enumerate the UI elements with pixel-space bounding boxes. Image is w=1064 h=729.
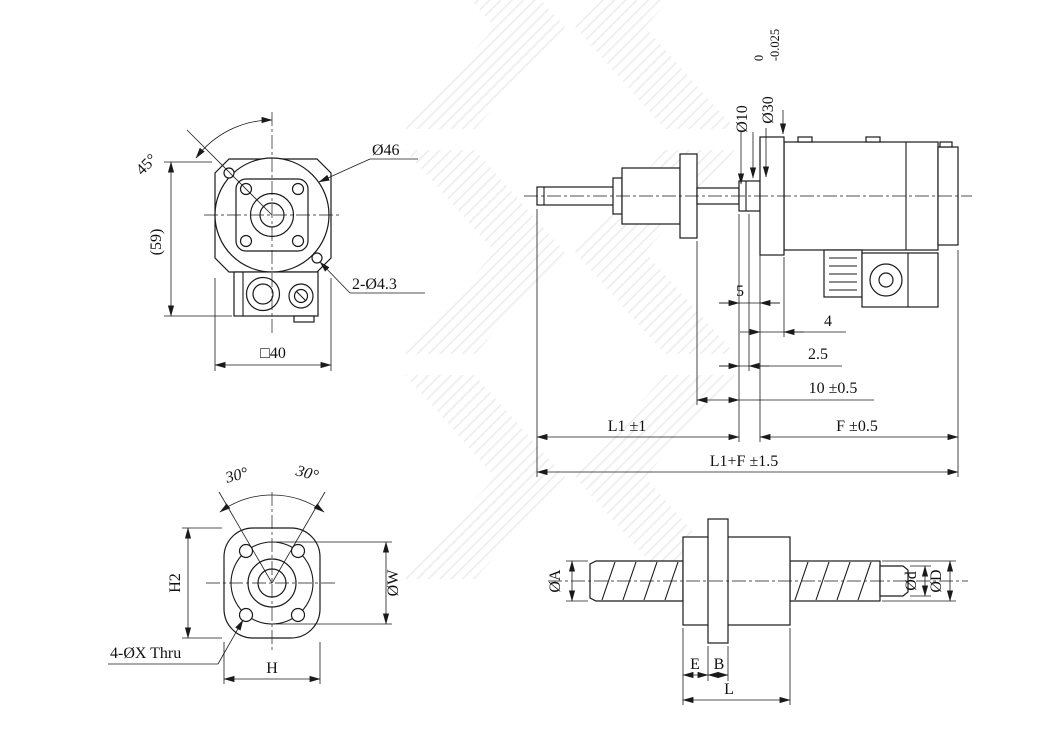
dim-l1: L1 ±1 xyxy=(608,418,647,435)
dim-2-5: 2.5 xyxy=(808,346,828,363)
screw-view: ØA Ød ØD E B L xyxy=(547,518,968,705)
dim-angle-45: 45° xyxy=(133,151,161,179)
watermark-pattern xyxy=(405,0,735,579)
flange-view-dimensions: 30° 30° H2 ØW H 4-ØX Thru xyxy=(108,462,402,684)
side-view-dimensions: Ø10 Ø30 -0.025 0 5 2.5 xyxy=(536,29,959,477)
dim-e: E xyxy=(690,656,700,673)
side-view-geometry xyxy=(524,136,972,308)
side-view: Ø10 Ø30 -0.025 0 5 2.5 xyxy=(524,29,972,477)
dim-h: H xyxy=(266,660,278,677)
dim-dia-a: ØA xyxy=(547,569,564,593)
front-view: 45° (59) □40 Ø46 2-Ø4.3 xyxy=(133,112,425,371)
flange-view-geometry xyxy=(206,492,338,652)
flange-view: 30° 30° H2 ØW H 4-ØX Thru xyxy=(108,462,402,684)
dim-dia-d2: ØD xyxy=(928,569,945,592)
dim-l: L xyxy=(724,681,734,698)
dim-10: 10 ±0.5 xyxy=(809,380,858,397)
dim-height-59: (59) xyxy=(148,229,165,256)
dim-b: B xyxy=(714,656,725,673)
dim-4: 4 xyxy=(824,313,832,330)
dim-l1-plus-f: L1+F ±1.5 xyxy=(710,453,778,470)
dim-angle-30-left: 30° xyxy=(223,464,251,487)
dim-dia-w: ØW xyxy=(385,569,402,597)
dim-h2: H2 xyxy=(167,573,184,593)
front-view-geometry xyxy=(204,112,341,336)
label-corner-holes: 2-Ø4.3 xyxy=(352,276,397,293)
label-shaft-dia-10: Ø10 xyxy=(734,105,751,133)
dim-angle-30-right: 30° xyxy=(293,462,321,485)
label-dia-46: Ø46 xyxy=(372,142,400,159)
screw-view-geometry xyxy=(548,518,968,644)
dim-square-40: □40 xyxy=(260,345,286,362)
dim-f: F ±0.5 xyxy=(836,418,878,435)
dim-dia-d: Ød xyxy=(903,571,920,591)
label-thru-holes: 4-ØX Thru xyxy=(110,645,181,662)
screw-view-dimensions: ØA Ød ØD E B L xyxy=(547,560,956,705)
dim-5: 5 xyxy=(736,283,744,300)
label-tol-lower: -0.025 xyxy=(768,29,782,61)
label-tol-upper: 0 xyxy=(752,55,766,61)
label-pilot-dia-30: Ø30 xyxy=(760,96,777,124)
